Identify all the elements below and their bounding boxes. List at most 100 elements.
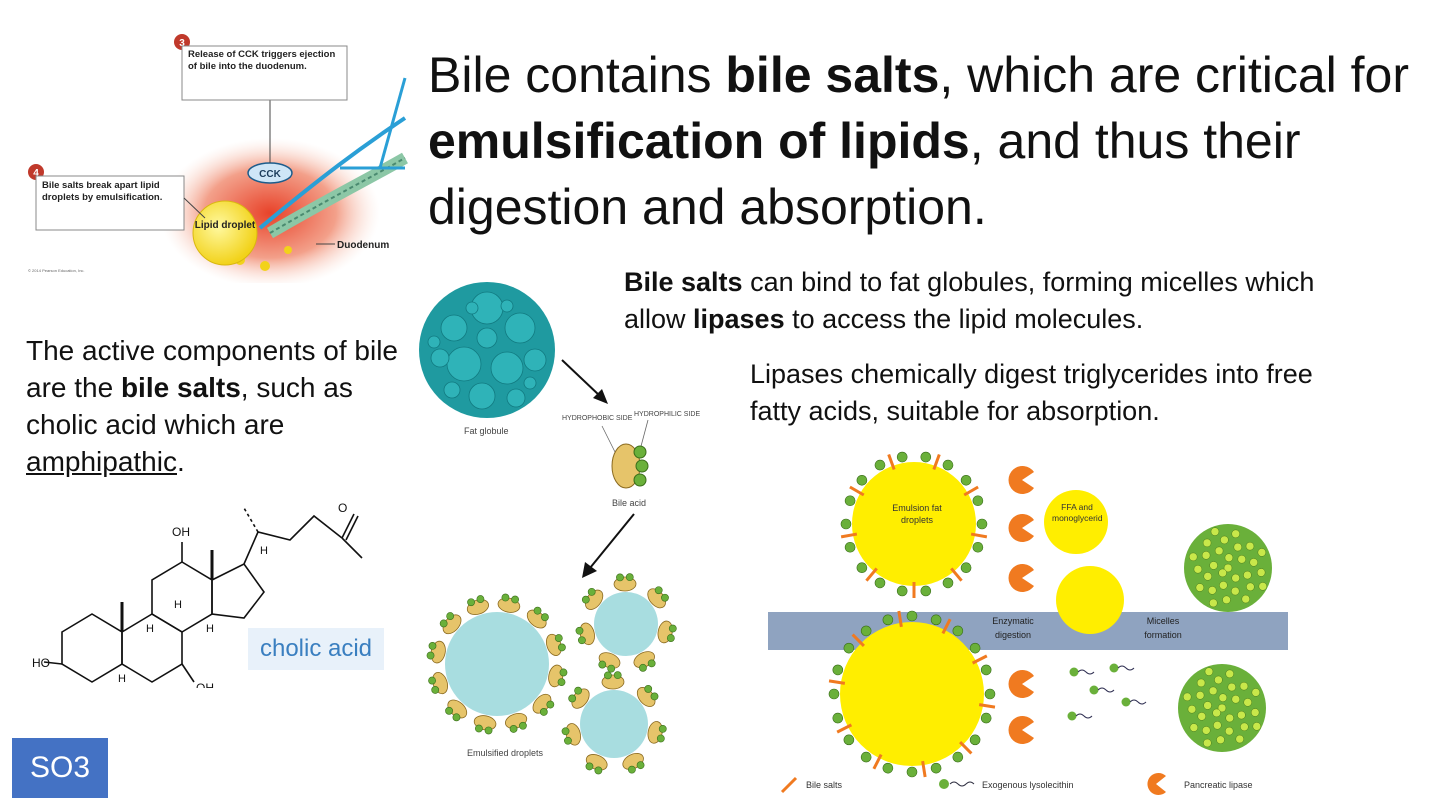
hydrophilic-head xyxy=(636,761,645,770)
cck-bile-figure: Lipid droplet CCK 3 Release of CCK trigg… xyxy=(28,34,408,283)
micelle-molecule xyxy=(1220,535,1229,545)
hydrophilic-head xyxy=(639,663,647,672)
lysolecithin-head xyxy=(930,614,942,626)
micelle-molecule xyxy=(1237,710,1246,720)
micelle-molecule xyxy=(1250,708,1260,717)
emulsion-droplet-label: Emulsion fat droplets xyxy=(892,503,942,525)
step3-text: Release of CCK triggers ejection of bile… xyxy=(188,49,336,72)
duodenum-label: Duodenum xyxy=(337,240,389,251)
lysolecithin-tail xyxy=(1077,669,1095,675)
lysolecithin-head xyxy=(960,474,972,486)
membrane-band xyxy=(768,612,1288,650)
micelle-molecule xyxy=(1224,553,1234,562)
micelle-molecule xyxy=(1257,548,1267,557)
main-statement: Bile contains bile salts, which are crit… xyxy=(428,47,1409,235)
micelle-molecule xyxy=(1182,692,1192,702)
free-lysolecithin xyxy=(1069,667,1079,677)
lysolecithin-head xyxy=(906,610,918,622)
lysolecithin-head xyxy=(896,585,908,597)
oh-bottom: OH xyxy=(196,681,214,688)
micelle-molecule xyxy=(1222,595,1231,605)
pancreatic-lipase xyxy=(1008,716,1034,744)
hydrophilic-head xyxy=(607,664,616,673)
micelle-molecule xyxy=(1223,563,1233,573)
hydrophilic-head xyxy=(647,659,656,668)
lysolecithin-head xyxy=(874,459,886,471)
hydrophilic-head xyxy=(581,595,590,604)
lysolecithin-head xyxy=(976,518,988,530)
hydrophilic-head xyxy=(476,595,485,603)
lysolecithin-head xyxy=(952,625,964,637)
lysolecithin-tail xyxy=(1129,699,1147,705)
micelle-molecule xyxy=(1210,527,1220,536)
lysolecithin-head xyxy=(969,642,981,654)
slide-tag: SO3 xyxy=(12,738,108,798)
micelle-molecule xyxy=(1218,568,1227,578)
pancreatic-lipase xyxy=(1008,670,1034,698)
hydrophilic-head xyxy=(519,721,527,730)
micelle-molecule xyxy=(1203,572,1212,581)
micelle-molecule xyxy=(1209,561,1218,570)
hydrophilic-head xyxy=(666,634,675,642)
lysolecithin-head xyxy=(980,712,992,724)
micelle-molecule xyxy=(1188,552,1198,562)
micelle-molecule xyxy=(1195,691,1205,700)
micelle-molecule xyxy=(1214,546,1224,556)
bile-salt xyxy=(865,567,878,582)
bile-salt xyxy=(840,532,858,539)
hydrophilic-head xyxy=(539,708,548,716)
hydrophilic-head xyxy=(426,651,435,660)
lysolecithin-head xyxy=(828,688,840,700)
lysolecithin-head xyxy=(832,664,844,676)
cholic-acid-label: cholic acid xyxy=(248,628,384,670)
lipid-droplet xyxy=(192,200,258,266)
hydrophilic-head xyxy=(557,678,566,686)
hydrophilic-head xyxy=(627,765,636,774)
micelle-molecule xyxy=(1193,564,1203,574)
hydrophilic-head xyxy=(587,587,596,596)
micelle-molecule xyxy=(1235,734,1245,744)
lysolecithin-tail xyxy=(1075,713,1093,719)
lysolecithin-head xyxy=(972,495,984,507)
h-label-2: H xyxy=(174,599,182,611)
lysolecithin-head xyxy=(906,766,918,778)
amphipathic-text: The active components of bile are the bi… xyxy=(26,335,398,477)
micelle-molecule xyxy=(1214,675,1223,685)
legend-bile: Bile salts xyxy=(806,780,843,790)
hydrophilic-head xyxy=(604,671,612,680)
free-lysolecithin xyxy=(1121,697,1131,707)
hydrophilic-head xyxy=(661,593,669,602)
hydrophilic-head xyxy=(509,725,518,733)
micelle-text: Bile salts can bind to fat globules, for… xyxy=(624,267,1315,334)
hydrophilic-head xyxy=(511,595,519,604)
micelle-molecule xyxy=(1227,682,1237,692)
emulsified-label-line: Emulsified droplets xyxy=(467,748,544,758)
micelle-molecule xyxy=(1209,598,1218,608)
hydrophilic-head xyxy=(439,619,448,628)
lysolecithin-head xyxy=(969,734,981,746)
hydrophilic-head xyxy=(564,736,572,745)
bile-salt xyxy=(978,703,996,709)
h-label-4: H xyxy=(206,623,214,635)
pancreatic-lipase xyxy=(1008,514,1034,542)
lysolecithin-head xyxy=(843,734,855,746)
bile-salt xyxy=(836,723,853,734)
hydrophilic-head xyxy=(546,700,555,709)
hydrophilic-head xyxy=(467,598,475,607)
hydrophilic-head xyxy=(561,727,570,736)
bile-salts-bold: bile salts xyxy=(725,47,940,103)
micelle-molecule xyxy=(1203,738,1212,748)
emulsion-droplet-bottom xyxy=(840,622,984,766)
h-label-5: H xyxy=(118,673,126,685)
micelle-molecule xyxy=(1243,570,1252,580)
bile-salt xyxy=(897,610,903,628)
hydrophilic-head xyxy=(594,766,603,775)
hydrophilic-head xyxy=(575,626,584,635)
legend-lipase: Pancreatic lipase xyxy=(1184,780,1253,790)
lysolecithin-head xyxy=(843,642,855,654)
micelle-molecule xyxy=(1237,554,1247,564)
hydrophilic-head xyxy=(452,713,461,722)
bile-duct xyxy=(258,116,407,230)
micelle-molecule xyxy=(1195,583,1205,592)
micelle-molecule xyxy=(1225,713,1234,723)
